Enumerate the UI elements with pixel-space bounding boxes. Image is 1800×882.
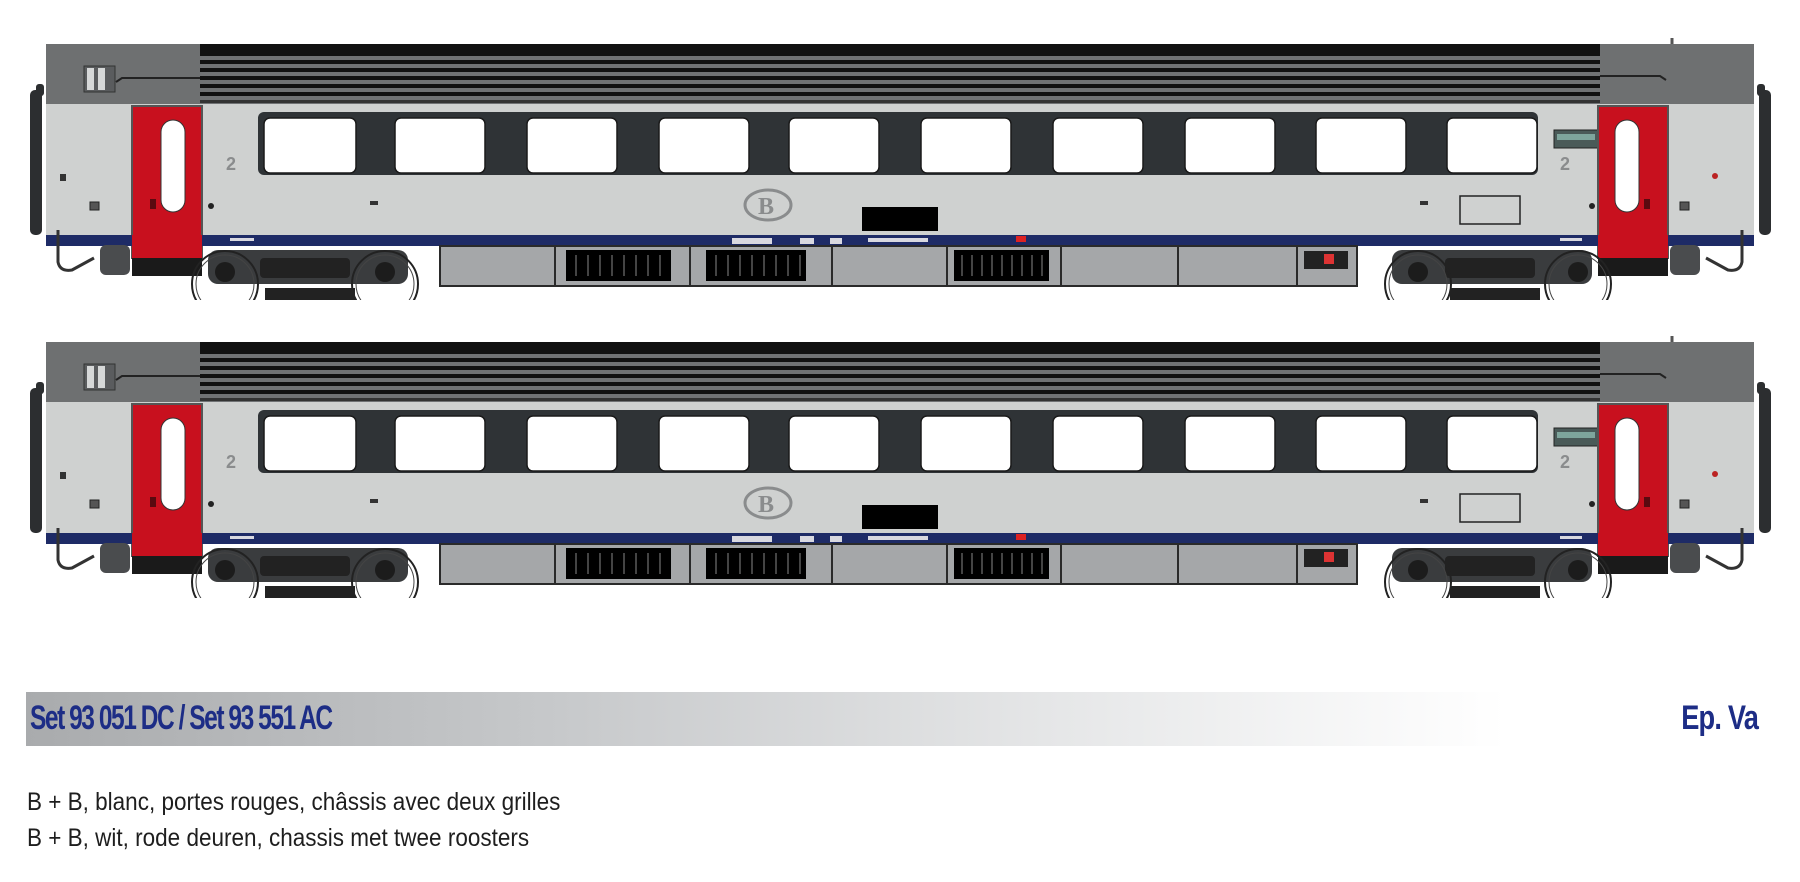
product-title: Set 93 051 DC / Set 93 551 AC <box>30 699 333 737</box>
class-number-left: 2 <box>226 154 236 174</box>
coach-illustration-bottom: 2 2 B <box>0 298 1800 598</box>
description-french: B + B, blanc, portes rouges, châssis ave… <box>27 788 561 816</box>
coach-illustration-top: 2 2 B <box>0 0 1800 300</box>
sncb-logo-icon: B <box>758 492 774 518</box>
title-band <box>26 692 1506 746</box>
sncb-logo-icon: B <box>758 194 774 220</box>
class-number-left: 2 <box>226 452 236 472</box>
class-number-right: 2 <box>1560 154 1570 174</box>
epoch-label: Ep. Va <box>1681 699 1759 737</box>
description-dutch: B + B, wit, rode deuren, chassis met twe… <box>27 824 530 852</box>
coach-drawing: 2 2 B <box>28 334 1773 598</box>
coach-drawing: 2 2 B <box>28 36 1773 300</box>
class-number-right: 2 <box>1560 452 1570 472</box>
